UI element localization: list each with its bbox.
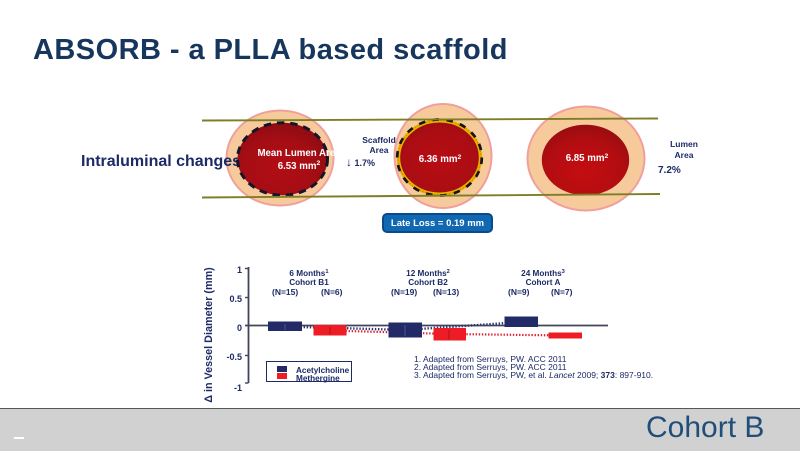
svg-text:Intraluminal changes!: Intraluminal changes! — [81, 153, 246, 170]
